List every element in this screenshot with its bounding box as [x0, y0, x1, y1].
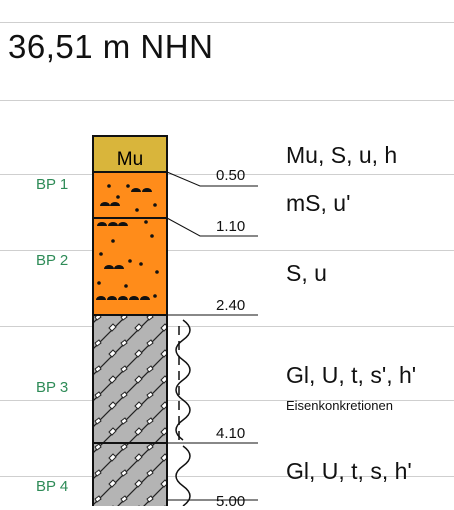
- sand-pattern: [96, 184, 159, 300]
- sample-label: BP 2: [36, 252, 69, 269]
- depth-label: 0.50: [216, 167, 246, 184]
- layer-till-1: [92, 314, 168, 444]
- grid-line: [0, 174, 454, 175]
- layer-symbol-mu: Mu: [117, 149, 143, 170]
- grid-line: [0, 400, 454, 401]
- layer-description: Mu, S, u, h: [286, 142, 398, 168]
- layer-description: S, u: [286, 260, 327, 286]
- depth-leaders: [166, 171, 258, 501]
- layer-note: Eisenkonkretionen: [286, 398, 393, 413]
- grid-line: [0, 250, 454, 251]
- layer-sand-1: [92, 171, 168, 219]
- sample-label: BP 3: [36, 379, 69, 396]
- depth-label: 5.00: [216, 493, 246, 510]
- layer-sand-2: [92, 217, 168, 316]
- sample-label: BP 4: [36, 478, 69, 495]
- grid-line: [0, 22, 454, 23]
- layer-description: Gl, U, t, s', h': [286, 362, 417, 388]
- sample-label: BP 1: [36, 176, 69, 193]
- layer-till-2: [92, 442, 168, 506]
- layer-topsoil: [92, 135, 168, 173]
- elevation-title: 36,51 m NHN: [8, 28, 214, 65]
- grid-line: [0, 476, 454, 477]
- grid-line: [0, 100, 454, 101]
- consistency-wave: [175, 445, 191, 506]
- depth-label: 2.40: [216, 297, 246, 314]
- consistency-wave: [175, 319, 191, 441]
- depth-label: 1.10: [216, 218, 246, 235]
- layer-description: mS, u': [286, 190, 351, 216]
- depth-label: 4.10: [216, 425, 246, 442]
- layer-description: Gl, U, t, s, h': [286, 458, 412, 484]
- grid-line: [0, 326, 454, 327]
